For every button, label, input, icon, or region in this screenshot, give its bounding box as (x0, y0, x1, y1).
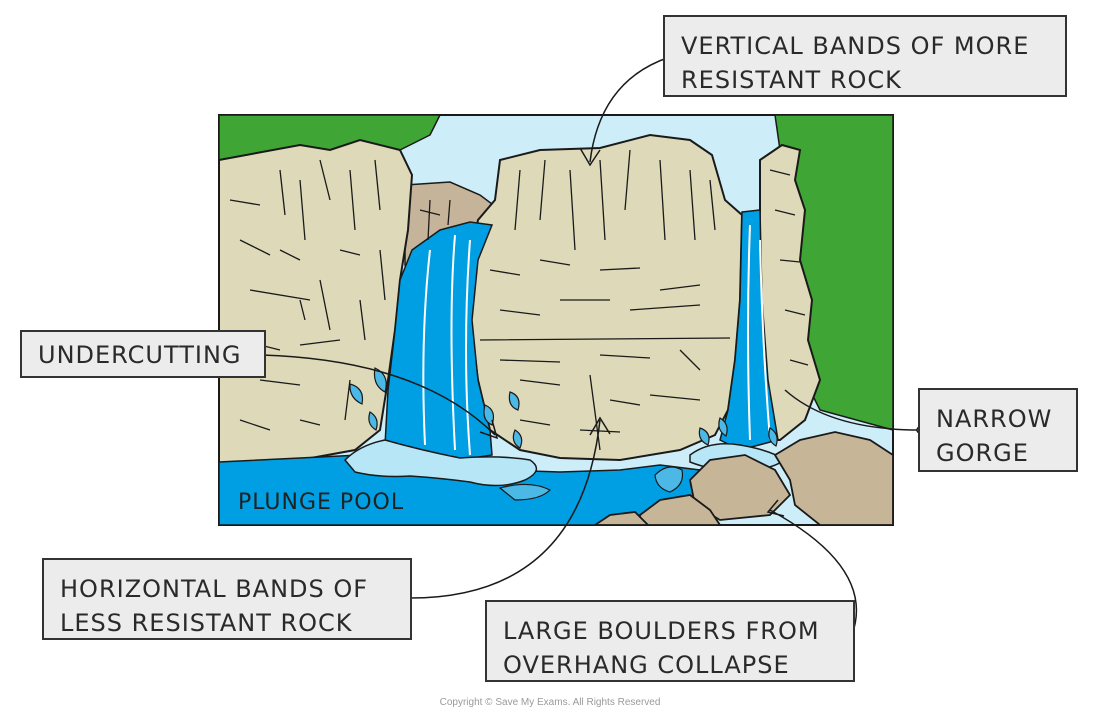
arrowhead-vertical-bands (579, 147, 601, 167)
annotation-leaders (261, 56, 921, 641)
arrowhead-horizontal-bands (589, 416, 611, 436)
left-foam (343, 439, 538, 487)
right-splash-droplets (698, 417, 778, 447)
right-waterfall-streaks (747, 224, 771, 441)
label-vertical-bands-line1: VERTICAL BANDS OF MORE (681, 32, 1030, 60)
label-large-boulders: LARGE BOULDERS FROM OVERHANG COLLAPSE (485, 600, 855, 682)
label-large-boulders-line2: OVERHANG COLLAPSE (503, 651, 790, 679)
arrowhead-large-boulders (766, 499, 785, 517)
arrowhead-undercutting (479, 419, 499, 440)
leader-large-boulders (769, 509, 858, 641)
boulders (592, 431, 894, 526)
label-narrow-gorge-line1: NARROW (936, 405, 1053, 433)
label-large-boulders-line1: LARGE BOULDERS FROM (503, 617, 820, 645)
copyright-notice: Copyright © Save My Exams. All Rights Re… (439, 697, 661, 708)
left-cliff (218, 138, 414, 467)
label-undercutting-line1: UNDERCUTTING (38, 341, 242, 369)
label-undercutting: UNDERCUTTING (20, 330, 266, 378)
left-waterfall (384, 221, 494, 461)
central-cliff (468, 133, 744, 462)
leader-undercutting (261, 354, 496, 436)
label-vertical-bands: VERTICAL BANDS OF MORE RESISTANT ROCK (663, 15, 1067, 97)
leader-vertical-bands (589, 56, 671, 163)
label-horizontal-bands-line1: HORIZONTAL BANDS OF (60, 575, 369, 603)
right-foam-splash (654, 466, 684, 493)
label-horizontal-bands-line2: LESS RESISTANT ROCK (60, 609, 353, 637)
left-splash-droplets (349, 367, 523, 449)
leader-horizontal-bands (405, 419, 601, 599)
leader-narrow-gorge (784, 389, 921, 431)
label-narrow-gorge-line2: GORGE (936, 439, 1029, 467)
label-narrow-gorge: NARROW GORGE (918, 388, 1078, 472)
left-foam-splash (498, 483, 552, 501)
label-horizontal-bands: HORIZONTAL BANDS OF LESS RESISTANT ROCK (42, 558, 412, 640)
label-vertical-bands-line2: RESISTANT ROCK (681, 66, 902, 94)
label-plunge-pool: PLUNGE POOL (238, 490, 405, 515)
left-waterfall-streaks (422, 234, 471, 456)
